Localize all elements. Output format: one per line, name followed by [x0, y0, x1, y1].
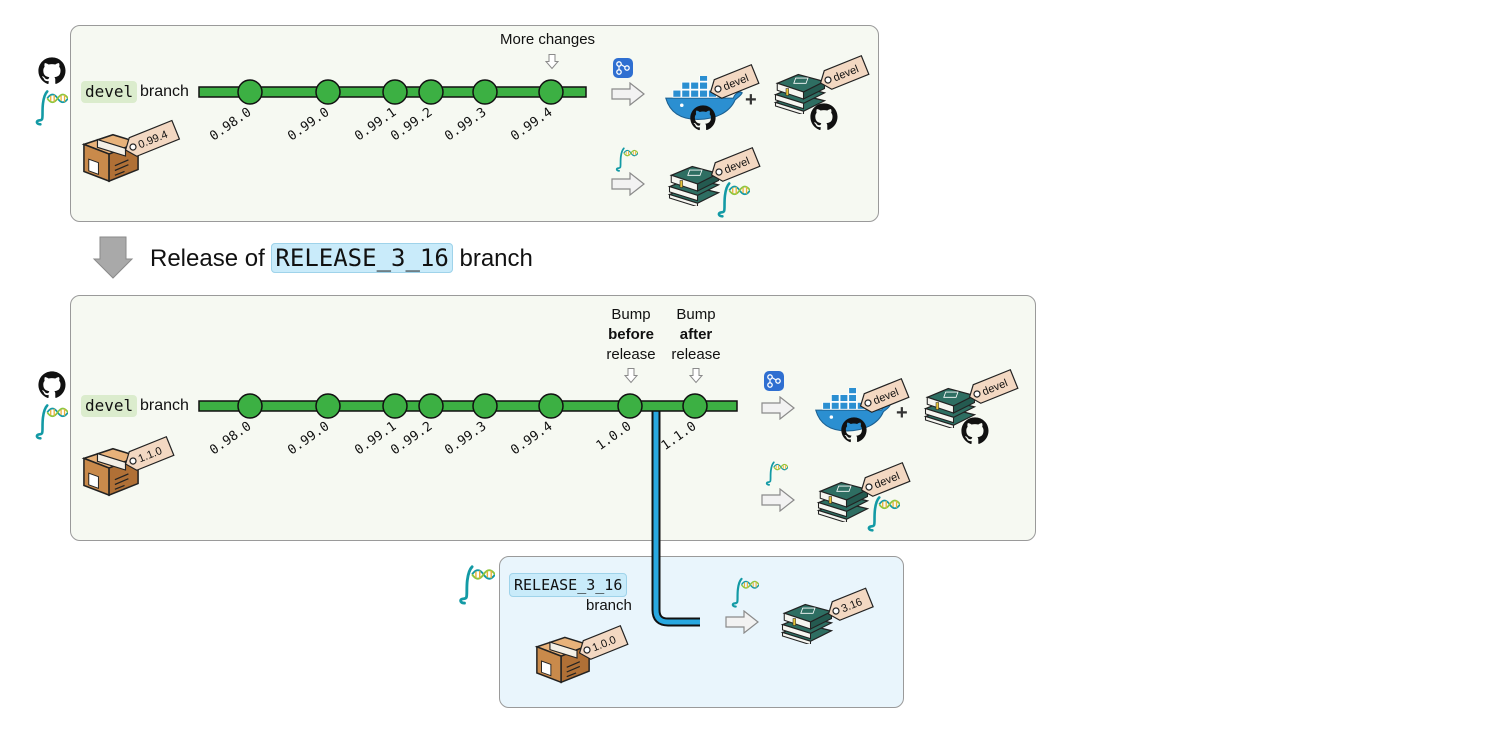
bioconductor-icon: [35, 404, 68, 440]
bioconductor-icon: [867, 496, 900, 532]
version-label: 0.99.3: [442, 105, 489, 144]
actions-icon: [612, 57, 634, 79]
bump-after-line3: release: [671, 346, 721, 363]
bump-before-arrow-icon: [624, 367, 638, 384]
bottom-branch-word: branch: [140, 397, 189, 414]
github-icon: [810, 103, 838, 130]
bioconductor-icon: [731, 577, 759, 608]
bioconductor-icon: [615, 147, 638, 172]
bump-before-line3: release: [606, 346, 656, 363]
bioconductor-icon: [765, 461, 788, 486]
more-changes-arrow-icon: [545, 53, 559, 70]
github-icon: [961, 417, 989, 444]
version-label: 0.98.0: [207, 105, 254, 144]
version-label: 0.99.0: [285, 419, 332, 458]
top-branch-word: branch: [140, 83, 189, 100]
bottom-branch-code: devel: [81, 395, 138, 417]
bump-after-line2: after: [679, 326, 713, 343]
books-icon: [781, 603, 833, 644]
release-heading-code: RELEASE_3_16: [271, 243, 453, 273]
commit-node: [382, 393, 408, 419]
commit-node: [538, 393, 564, 419]
release-heading-suffix: branch: [459, 245, 533, 272]
commit-node: [538, 79, 564, 105]
bioconductor-icon: [459, 565, 495, 605]
commit-node: [472, 79, 498, 105]
commit-node: [617, 393, 643, 419]
tag-icon: devel: [709, 63, 760, 99]
tag-icon: devel: [859, 377, 910, 413]
tag-icon: devel: [819, 54, 870, 90]
tag-icon: 0.99.4: [124, 119, 181, 157]
bump-after-note: Bump after release: [656, 305, 736, 365]
version-label: 1.0.0: [594, 419, 635, 454]
tag-icon: 1.1.0: [124, 435, 175, 471]
bump-before-note: Bump before release: [591, 305, 671, 365]
release-heading-prefix: Release of: [150, 245, 265, 272]
tag-icon: 3.16: [827, 587, 874, 621]
release-heading: Release of RELEASE_3_16 branch: [150, 242, 533, 275]
commit-node: [237, 79, 263, 105]
devel-branch-line-bottom: [198, 400, 738, 412]
commit-node: [682, 393, 708, 419]
version-label: 0.99.2: [388, 419, 435, 458]
tag-icon: devel: [710, 146, 761, 182]
commit-node: [237, 393, 263, 419]
commit-node: [315, 79, 341, 105]
release-branch-word: branch: [586, 597, 632, 614]
version-label: 0.99.3: [442, 419, 489, 458]
github-icon: [38, 57, 66, 84]
books-icon: [668, 165, 720, 206]
version-label: 0.99.0: [285, 105, 332, 144]
version-label: 0.99.4: [508, 419, 555, 458]
arrow-right-icon: [611, 82, 645, 106]
bump-after-arrow-icon: [689, 367, 703, 384]
arrow-right-icon: [761, 488, 795, 512]
commit-node: [472, 393, 498, 419]
actions-icon: [763, 370, 785, 392]
version-label: 1.1.0: [659, 419, 700, 454]
version-label: 0.98.0: [207, 419, 254, 458]
arrow-right-icon: [725, 610, 759, 634]
bioconductor-icon: [717, 182, 750, 218]
bump-before-line2: before: [608, 326, 654, 343]
down-arrow-icon: [92, 236, 134, 279]
commit-node: [418, 79, 444, 105]
tag-icon: devel: [968, 368, 1019, 404]
version-label: 0.99.2: [388, 105, 435, 144]
more-changes-note: More changes: [500, 31, 596, 48]
devel-panel-top: [70, 25, 879, 222]
bioconductor-icon: [35, 90, 68, 126]
package-box-icon: [536, 636, 590, 684]
plus-icon: +: [745, 89, 757, 111]
version-label: 0.99.4: [508, 105, 555, 144]
bottom-commit-nodes: [237, 393, 708, 419]
commit-node: [315, 393, 341, 419]
top-branch-code: devel: [81, 81, 138, 103]
release-branch-code: RELEASE_3_16: [509, 573, 628, 597]
bump-before-line1: Bump: [611, 306, 651, 323]
commit-node: [418, 393, 444, 419]
release-branch-line: [653, 404, 700, 625]
github-icon: [38, 371, 66, 398]
top-commit-nodes: [237, 79, 564, 105]
plus-icon: +: [896, 402, 908, 424]
arrow-right-icon: [761, 396, 795, 420]
commit-node: [382, 79, 408, 105]
arrow-right-icon: [611, 172, 645, 196]
books-icon: [817, 481, 869, 522]
tag-icon: devel: [860, 461, 911, 497]
bump-after-line1: Bump: [676, 306, 716, 323]
tag-icon: 1.0.0: [578, 624, 629, 660]
